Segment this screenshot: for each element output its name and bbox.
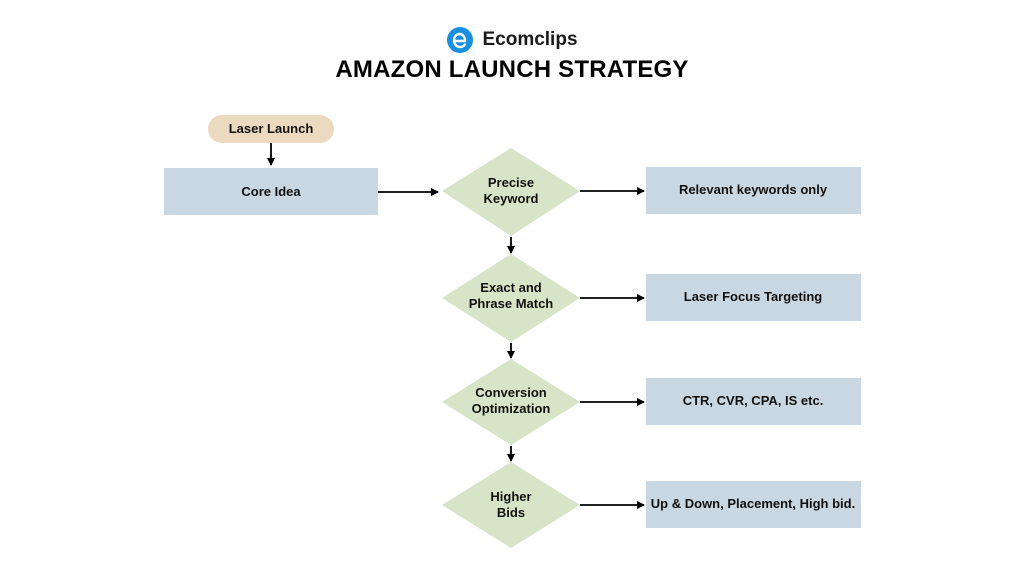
decision-exact-phrase-match: Exact and Phrase Match [442,254,580,342]
decision-conversion-optimization: Conversion Optimization [442,359,580,445]
decision-label-line2: Optimization [472,401,551,416]
decision-higher-bids: Higher Bids [442,462,580,548]
brand-header: Ecomclips [0,26,1024,54]
ecomclips-logo-icon [447,27,474,53]
result-label: Up & Down, Placement, High bid. [651,496,855,511]
decision-label-line2: Phrase Match [469,296,554,311]
connectors [267,143,645,509]
result-relevant-keywords: Relevant keywords only [646,167,861,214]
result-label: Laser Focus Targeting [684,289,823,304]
brand-name: Ecomclips [482,29,578,50]
decision-label-line1: Conversion [475,385,547,400]
result-label: CTR, CVR, CPA, IS etc. [683,393,824,408]
start-node-label: Laser Launch [229,121,314,136]
decision-label-line1: Precise [488,175,534,190]
decision-label-line2: Keyword [484,191,539,206]
core-idea-label: Core Idea [241,184,301,199]
result-laser-focus-targeting: Laser Focus Targeting [646,274,861,321]
decision-label-line1: Exact and [480,280,541,295]
page-title: AMAZON LAUNCH STRATEGY [335,56,689,83]
decision-label-line2: Bids [497,505,525,520]
core-idea-box: Core Idea [164,168,378,215]
result-up-down-placement: Up & Down, Placement, High bid. [646,481,861,528]
result-ctr-cvr-cpa: CTR, CVR, CPA, IS etc. [646,378,861,425]
decision-precise-keyword: Precise Keyword [442,148,580,236]
result-label: Relevant keywords only [679,182,828,197]
start-node: Laser Launch [208,115,334,143]
decision-label-line1: Higher [490,489,531,504]
